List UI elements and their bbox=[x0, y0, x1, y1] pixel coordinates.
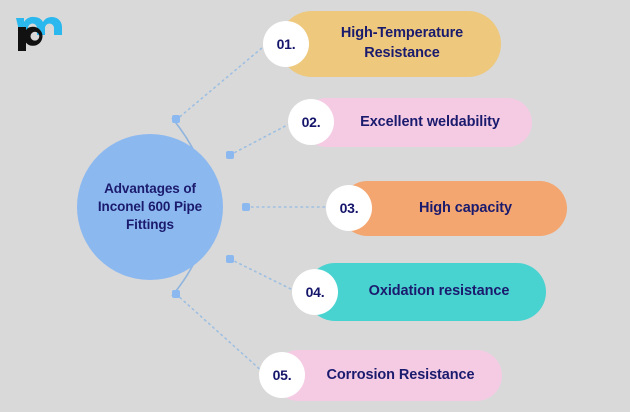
advantage-item-1[interactable]: High-Temperature Resistance bbox=[279, 11, 501, 77]
advantage-item-5[interactable]: Corrosion Resistance bbox=[273, 350, 502, 401]
pm-logo-icon bbox=[16, 16, 62, 51]
advantage-number-5: 05. bbox=[272, 367, 292, 383]
leader-line-5 bbox=[175, 293, 265, 374]
connector-node-1 bbox=[172, 115, 180, 123]
advantage-label-3: High capacity bbox=[419, 199, 512, 216]
leader-line-4 bbox=[229, 258, 298, 293]
advantage-label-4: Oxidation resistance bbox=[368, 283, 510, 300]
advantage-item-2[interactable]: Excellent weldability bbox=[302, 98, 532, 147]
leader-line-2 bbox=[229, 121, 294, 156]
advantage-badge-2[interactable]: 02. bbox=[288, 99, 334, 145]
connector-node-4 bbox=[226, 255, 234, 263]
advantage-badge-5[interactable]: 05. bbox=[259, 352, 305, 398]
leader-line-1 bbox=[175, 41, 270, 121]
hub-title: Advantages of Inconel 600 Pipe Fittings bbox=[97, 181, 203, 232]
advantage-number-1: 01. bbox=[276, 36, 296, 52]
advantage-badge-1[interactable]: 01. bbox=[263, 21, 309, 67]
connector-node-3 bbox=[242, 203, 250, 211]
connector-node-2 bbox=[226, 151, 234, 159]
advantage-badge-4[interactable]: 04. bbox=[292, 269, 338, 315]
connector-node-5 bbox=[172, 290, 180, 298]
advantage-number-4: 04. bbox=[305, 284, 325, 300]
brand-logo bbox=[12, 10, 68, 56]
advantage-item-3[interactable]: High capacity bbox=[340, 181, 567, 236]
central-hub[interactable]: Advantages of Inconel 600 Pipe Fittings bbox=[77, 134, 223, 280]
advantage-item-4[interactable]: Oxidation resistance bbox=[306, 263, 546, 321]
advantage-label-5: Corrosion Resistance bbox=[326, 366, 475, 383]
advantage-label-1: High-Temperature Resistance bbox=[340, 25, 464, 61]
advantage-badge-3[interactable]: 03. bbox=[326, 185, 372, 231]
advantage-label-2: Excellent weldability bbox=[360, 113, 500, 130]
advantage-number-3: 03. bbox=[339, 200, 359, 216]
advantage-number-2: 02. bbox=[301, 114, 321, 130]
